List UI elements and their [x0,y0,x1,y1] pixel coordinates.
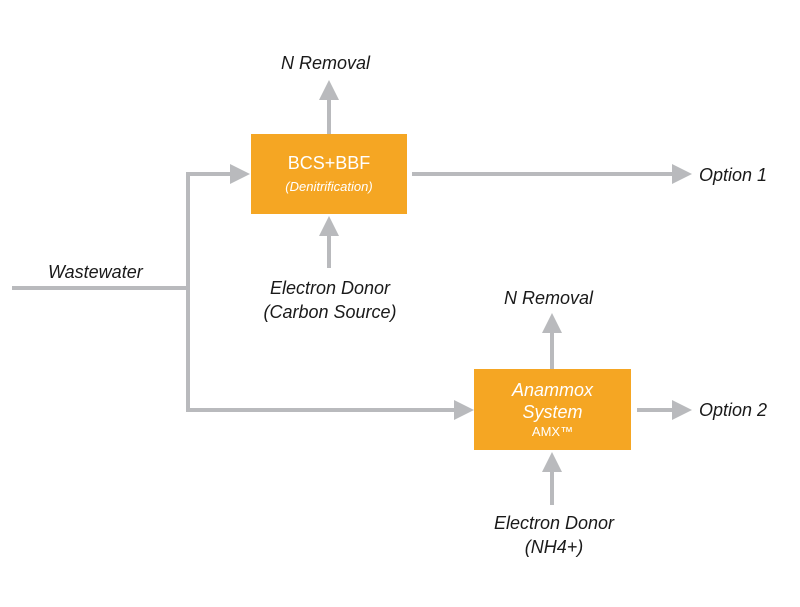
option2-electron-donor-label: Electron Donor (NH4+) [454,511,654,559]
system-title: System [522,401,583,422]
bcs-bbf-title: BCS+BBF [287,153,371,173]
ammonium-text: (NH4+) [524,537,584,557]
carbon-source-text: (Carbon Source) [263,302,397,322]
anammox-title: Anammox [511,379,594,400]
branch-to-option1-arrow [186,164,250,288]
amx-trademark-label: AMX™ [531,423,574,439]
electron-donor-text: Electron Donor [269,278,391,298]
wastewater-label: Wastewater [48,262,143,282]
bcs-bbf-box: BCS+BBF (Denitrification) [251,134,407,214]
option1-output-label: Option 1 [699,165,768,185]
option2-n-removal-label: N Removal [504,288,594,308]
electron-donor-text: Electron Donor [493,513,615,533]
branch-to-option2-arrow [186,288,474,420]
denitrification-subtitle: (Denitrification) [285,179,373,194]
option1-n-removal-label: N Removal [281,53,371,73]
option2-output-label: Option 2 [699,400,768,420]
anammox-system-box: Anammox System AMX™ [474,369,631,450]
option1-electron-donor-label: Electron Donor (Carbon Source) [230,276,430,324]
